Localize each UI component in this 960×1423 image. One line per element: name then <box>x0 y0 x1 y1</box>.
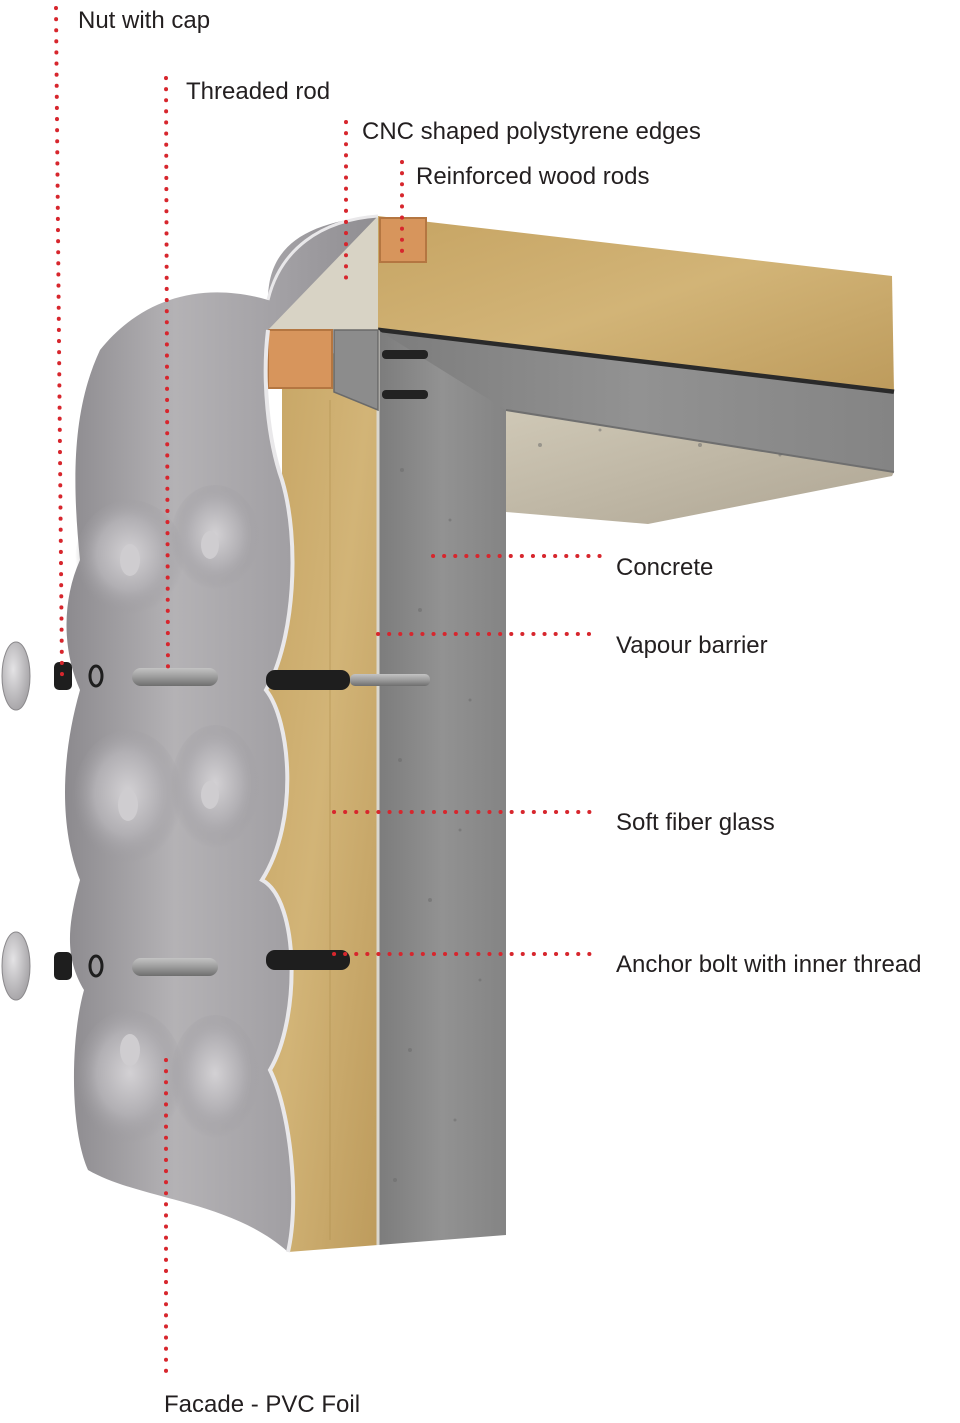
wall <box>262 330 782 1252</box>
labels: Nut with cap Threaded rod CNC shaped pol… <box>78 7 922 1418</box>
label-concrete: Concrete <box>616 554 713 581</box>
label-nut-with-cap: Nut with cap <box>78 7 210 34</box>
nut-upper <box>54 662 72 690</box>
slab-underside <box>506 410 894 524</box>
wall-insulation <box>262 330 378 1252</box>
concrete-texture <box>393 428 782 1182</box>
threaded-rod-upper <box>132 668 218 686</box>
label-vapour-barrier: Vapour barrier <box>616 632 768 659</box>
foil-cushions <box>73 485 260 1150</box>
cap-lower <box>1 931 31 1001</box>
roof-slab <box>377 216 895 524</box>
threaded-rod-lower <box>132 958 218 976</box>
label-wood-rods: Reinforced wood rods <box>416 163 649 190</box>
corner-bracket <box>333 329 379 412</box>
cap-upper <box>1 641 31 711</box>
wood-rod-side <box>267 329 333 389</box>
label-soft-fiber-glass: Soft fiber glass <box>616 809 775 836</box>
label-anchor-bolt: Anchor bolt with inner thread <box>616 951 922 978</box>
label-cnc-edges: CNC shaped polystyrene edges <box>362 118 701 145</box>
anchor-bolt-upper <box>266 670 350 690</box>
facade-foil <box>65 214 379 1253</box>
wall-concrete <box>378 330 506 1245</box>
slab-vapour-barrier <box>377 327 895 395</box>
leader-lines <box>54 6 602 1380</box>
slab-concrete <box>378 332 894 512</box>
slab-insulation <box>378 216 894 392</box>
nut-lower <box>54 952 72 980</box>
fixing-lower <box>1 931 350 1001</box>
leader-nut-with-cap <box>54 6 64 678</box>
fixing-upper <box>1 641 430 711</box>
label-threaded-rod: Threaded rod <box>186 78 330 105</box>
label-facade: Facade - PVC Foil <box>164 1391 360 1418</box>
anchor-bolt-lower <box>266 950 350 970</box>
leader-threaded-rod <box>164 76 170 678</box>
